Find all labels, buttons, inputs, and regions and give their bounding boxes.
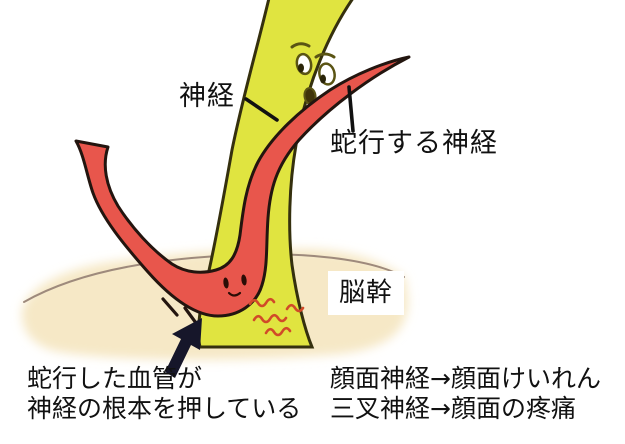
brainstem-label: 脳幹	[328, 271, 404, 315]
nerve-right-eye	[318, 62, 336, 86]
compression-arrow	[165, 318, 202, 378]
nerve-face	[290, 42, 336, 105]
serpentine-leader-line	[347, 85, 355, 133]
squiggle	[264, 326, 292, 337]
vessel-fill	[74, 55, 411, 318]
pressure-mark	[183, 306, 198, 325]
caption-left-line2: 神経の根本を押している	[27, 394, 302, 423]
pressure-mark	[161, 297, 179, 317]
caption-right-line1: 顔面神経→顔面けいれん	[330, 364, 601, 393]
vessel-face	[223, 274, 247, 297]
vessel-mouth	[227, 291, 242, 297]
pressure-marks	[161, 297, 198, 325]
nerve-left-pupil	[298, 63, 304, 73]
vessel-right-eye	[241, 274, 247, 286]
caption-right: 顔面神経→顔面けいれん 三叉神経→顔面の疼痛	[330, 364, 601, 424]
caption-left-line1: 蛇行した血管が	[27, 364, 203, 393]
squiggle	[285, 303, 305, 313]
nerve-leader-line	[244, 97, 279, 122]
nerve-label: 神経	[179, 81, 235, 112]
caption-left: 蛇行した血管が 神経の根本を押している	[27, 364, 301, 424]
nerve-right-pupil	[320, 74, 326, 84]
squiggle	[252, 313, 288, 324]
nerve-right-eyebrow	[314, 52, 336, 59]
vessel-left-eye	[223, 277, 229, 289]
caption-right-line2: 三叉神経→顔面の疼痛	[330, 394, 576, 423]
vessel-band	[74, 55, 411, 318]
nerve-left-eyebrow	[290, 42, 311, 49]
irritation-squiggles	[248, 297, 305, 337]
squiggle	[248, 297, 276, 308]
serpentine-nerve-label: 蛇行する神経	[330, 128, 498, 159]
leader-lines	[244, 85, 355, 133]
